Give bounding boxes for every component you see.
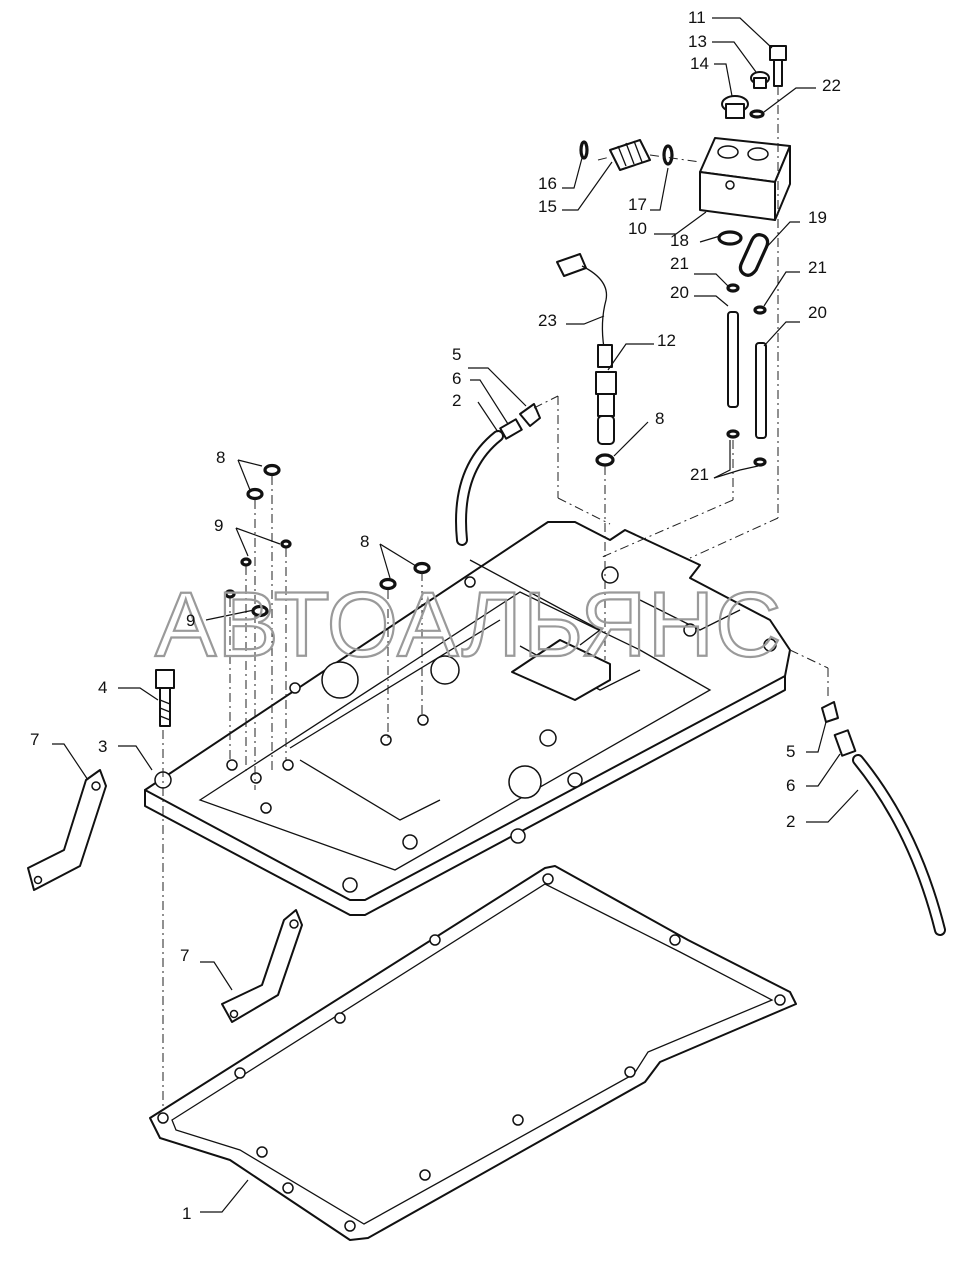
callout-12: 12	[657, 331, 676, 350]
oring-part-16	[579, 140, 589, 160]
bracket-part-7	[27, 769, 303, 1023]
callout-10: 10	[628, 219, 647, 238]
callout-13: 13	[688, 32, 707, 51]
callout-8-middle: 8	[360, 532, 369, 551]
callout-1: 1	[182, 1204, 191, 1223]
bolt-part-4	[155, 669, 175, 727]
sensor-part-12	[595, 344, 617, 445]
callout-labels: 1 2 2 3 4 5 5 6 6 7 7 8 8 8 9 9 10 11 12…	[30, 8, 841, 1223]
callout-6-right: 6	[786, 776, 795, 795]
watermark-text: АВТОАЛЬЯНС	[155, 574, 783, 676]
callout-22: 22	[822, 76, 841, 95]
callout-18: 18	[670, 231, 689, 250]
callout-7-left: 7	[30, 730, 39, 749]
callout-5-left: 5	[452, 345, 461, 364]
hose-right-part-2	[852, 754, 946, 936]
tube-part-20	[727, 311, 767, 439]
callout-14: 14	[690, 54, 709, 73]
callout-21-left: 21	[670, 254, 689, 273]
oring-part-8-sensor	[595, 453, 615, 467]
callout-17: 17	[628, 195, 647, 214]
callout-19: 19	[808, 208, 827, 227]
bolt-part-11	[769, 45, 787, 87]
fitting-part-6-left	[499, 418, 523, 440]
oring-part-18	[717, 230, 743, 246]
oring-part-9-group	[224, 539, 292, 599]
valve-plate-part-3	[144, 521, 791, 916]
callout-2-right: 2	[786, 812, 795, 831]
callout-7-lower: 7	[180, 946, 189, 965]
callout-5-right: 5	[786, 742, 795, 761]
oring-part-17	[662, 144, 674, 166]
gasket-part-1	[149, 865, 797, 1241]
assembly-centerlines	[162, 86, 829, 1110]
callout-6-left: 6	[452, 369, 461, 388]
callout-20-left: 20	[670, 283, 689, 302]
callout-9-upper: 9	[214, 516, 223, 535]
callout-2-left: 2	[452, 391, 461, 410]
oring-part-21	[726, 283, 767, 467]
callout-21-lower: 21	[690, 465, 709, 484]
callout-4: 4	[98, 678, 107, 697]
callout-8-sensor: 8	[655, 409, 664, 428]
harness-part-23	[556, 253, 608, 349]
fitting-part-6-right	[833, 729, 857, 757]
elbow-part-5-left	[519, 403, 541, 427]
callout-21-right: 21	[808, 258, 827, 277]
callout-3: 3	[98, 737, 107, 756]
callout-9-lower: 9	[186, 611, 195, 630]
callout-8-left: 8	[216, 448, 225, 467]
oring-part-22	[749, 109, 765, 119]
callout-16: 16	[538, 174, 557, 193]
callout-23: 23	[538, 311, 557, 330]
plug-part-14	[721, 95, 749, 119]
hose-left-part-2	[455, 430, 504, 546]
sensor-part-15	[609, 139, 651, 171]
callout-15: 15	[538, 197, 557, 216]
callout-11: 11	[688, 8, 706, 27]
valve-block-part-10	[699, 137, 791, 221]
callout-20-right: 20	[808, 303, 827, 322]
plug-part-13	[750, 71, 770, 89]
seal-part-19	[738, 233, 770, 277]
elbow-part-5-right	[821, 701, 839, 723]
leader-lines	[52, 17, 859, 1213]
